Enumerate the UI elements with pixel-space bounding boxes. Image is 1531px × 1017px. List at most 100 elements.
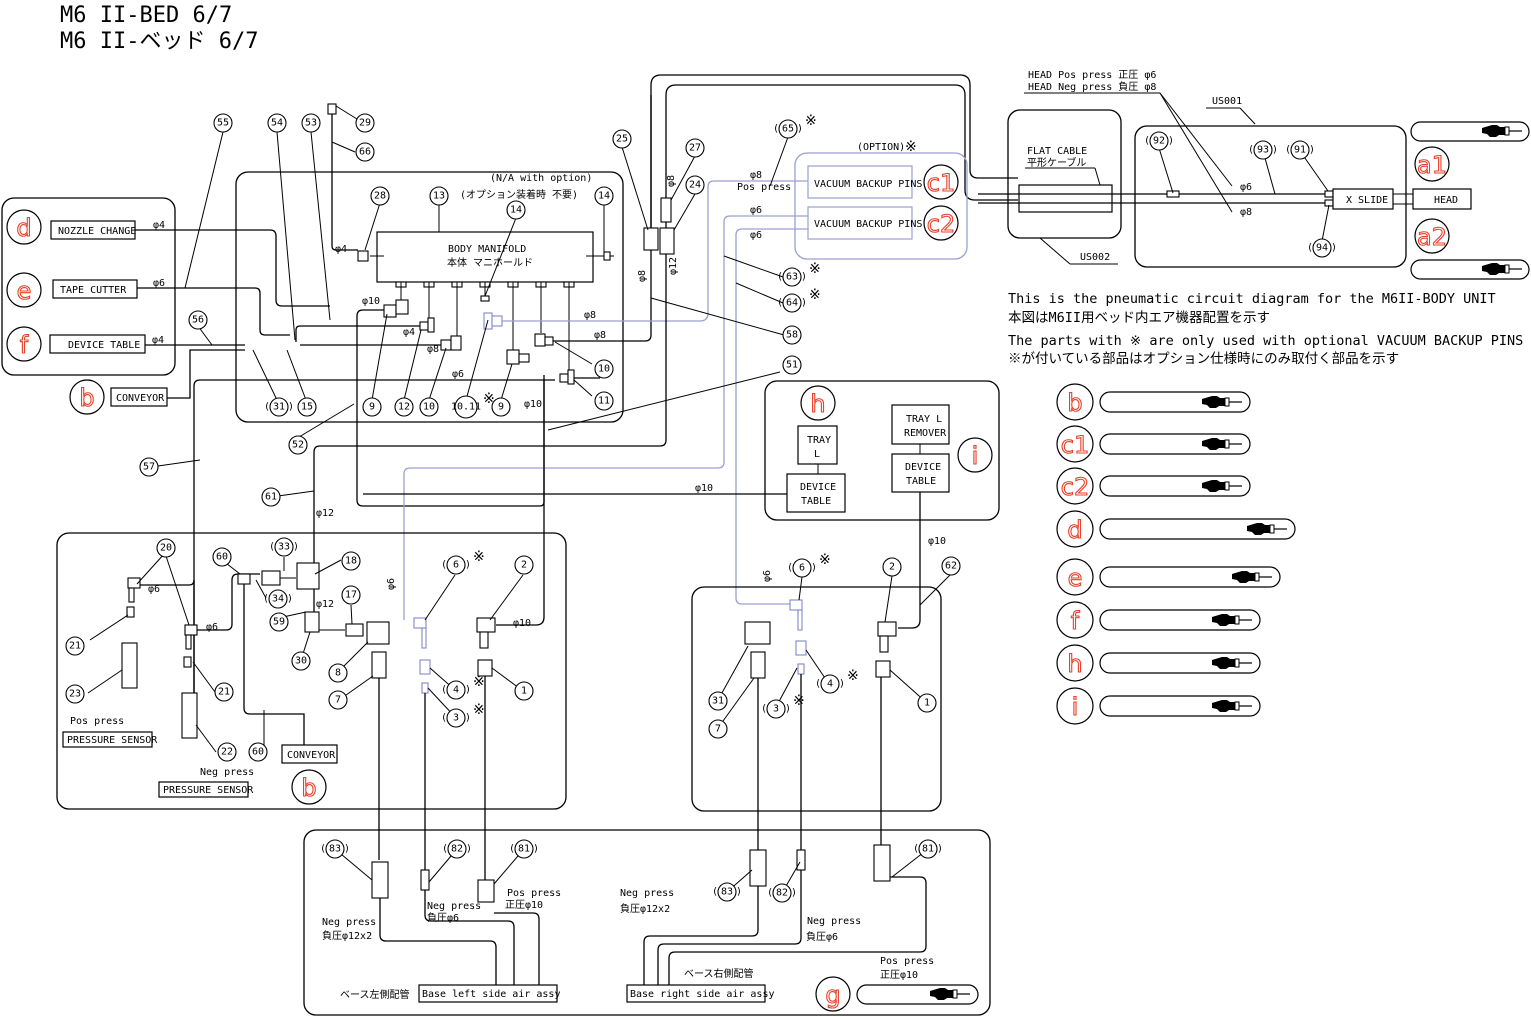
part-balloon-60[interactable]: 60 xyxy=(212,547,232,567)
part-balloon-92[interactable]: 92() xyxy=(1144,131,1174,151)
tape-cutter-box[interactable] xyxy=(52,279,138,299)
part-balloon-11[interactable]: 11 xyxy=(594,391,614,411)
ref-a1[interactable]: a1 xyxy=(1414,146,1450,182)
part-balloon-81[interactable]: 81() xyxy=(509,839,539,859)
fitting-6b[interactable] xyxy=(789,599,803,611)
fitting-3a[interactable] xyxy=(421,682,429,694)
ref-f[interactable]: f xyxy=(6,326,42,362)
fitting-25[interactable] xyxy=(643,227,659,251)
part-balloon-31[interactable]: 31 xyxy=(708,691,728,711)
part-balloon-23[interactable]: 23 xyxy=(65,684,85,704)
vacuum-backup-pins-c2[interactable] xyxy=(807,206,913,240)
conveyor-box-top[interactable] xyxy=(110,387,168,407)
part-balloon-34[interactable]: 34() xyxy=(263,589,293,609)
part-balloon-8[interactable]: 8 xyxy=(328,663,348,683)
part-balloon-53[interactable]: 53 xyxy=(301,113,321,133)
device-table-box[interactable] xyxy=(49,334,146,354)
legend-ref-d[interactable]: d xyxy=(1056,510,1296,548)
part-balloon-4[interactable]: 4()※ xyxy=(815,668,859,694)
legend-ref-b[interactable]: b xyxy=(1056,383,1251,421)
part-balloon-63[interactable]: 63()※ xyxy=(777,261,821,287)
fitting-34[interactable] xyxy=(237,573,251,585)
part-balloon-64[interactable]: 64()※ xyxy=(777,287,821,313)
pressure-sensor-neg[interactable] xyxy=(181,692,198,739)
fitting-82b[interactable] xyxy=(796,849,806,871)
part-balloon-28[interactable]: 28 xyxy=(370,186,390,206)
fitting-91[interactable] xyxy=(1324,190,1334,198)
ref-d[interactable]: d xyxy=(6,209,42,245)
part-balloon-3[interactable]: 3()※ xyxy=(761,693,805,719)
part-balloon-6[interactable]: 6()※ xyxy=(787,552,831,578)
part-balloon-12[interactable]: 12 xyxy=(394,397,414,417)
fitting-7[interactable] xyxy=(371,651,387,679)
fitting-28[interactable] xyxy=(357,250,369,262)
part-balloon-91[interactable]: 91() xyxy=(1285,140,1315,160)
fitting-4b[interactable] xyxy=(795,640,807,656)
part-balloon-14[interactable]: 14 xyxy=(506,200,526,220)
fitting-21a[interactable] xyxy=(126,606,135,618)
fitting-92[interactable] xyxy=(1166,190,1180,198)
part-balloon-62[interactable]: 62 xyxy=(941,556,961,576)
part-balloon-52[interactable]: 52 xyxy=(288,435,308,455)
legend-ref-i[interactable]: i xyxy=(1056,687,1261,725)
legend-ref-f[interactable]: f xyxy=(1056,601,1261,639)
fitting-2a[interactable] xyxy=(476,617,496,633)
part-balloon-18[interactable]: 18 xyxy=(341,551,361,571)
part-balloon-82[interactable]: 82() xyxy=(442,839,472,859)
part-balloon-55[interactable]: 55 xyxy=(213,113,233,133)
fitting-24[interactable] xyxy=(659,227,675,255)
fitting-7b[interactable] xyxy=(750,651,766,679)
part-balloon-29[interactable]: 29 xyxy=(355,113,375,133)
fitting-14-plug[interactable] xyxy=(603,251,611,261)
part-balloon-22[interactable]: 22 xyxy=(217,742,237,762)
base-left-assy-box[interactable] xyxy=(418,984,558,1003)
part-balloon-3[interactable]: 3()※ xyxy=(441,702,485,728)
flat-cable-box[interactable] xyxy=(1018,184,1113,213)
fitting-4a[interactable] xyxy=(419,659,431,675)
part-balloon-93[interactable]: 93() xyxy=(1248,140,1278,160)
fitting-31b[interactable] xyxy=(744,621,771,645)
fitting-17[interactable] xyxy=(345,623,364,637)
part-balloon-15[interactable]: 15 xyxy=(297,397,317,417)
conveyor-box-lower[interactable] xyxy=(281,744,338,764)
legend-ref-e[interactable]: e xyxy=(1056,558,1281,596)
legend-ref-c2[interactable]: c2 xyxy=(1056,467,1251,505)
part-balloon-10[interactable]: 10 xyxy=(419,397,439,417)
ref-g[interactable]: g xyxy=(815,976,851,1012)
pressure-sensor-pos-box[interactable] xyxy=(62,731,153,748)
tray-l-remover-box[interactable] xyxy=(891,404,950,445)
fitting-81b[interactable] xyxy=(873,844,891,882)
part-balloon-24[interactable]: 24 xyxy=(685,175,705,195)
fitting-81a[interactable] xyxy=(477,879,495,903)
x-slide-box[interactable] xyxy=(1332,188,1394,210)
device-table-i-box[interactable] xyxy=(891,453,950,493)
ref-c1[interactable]: c1 xyxy=(923,164,959,200)
part-balloon-9[interactable]: 9 xyxy=(491,397,511,417)
fitting-30[interactable] xyxy=(304,611,320,633)
ref-b-lower[interactable]: b xyxy=(291,769,327,805)
ref-b-conveyor[interactable]: b xyxy=(69,379,105,415)
part-balloon-10.11[interactable]: 10.11※ xyxy=(451,391,495,419)
part-balloon-1[interactable]: 1 xyxy=(514,681,534,701)
tray-l-box[interactable] xyxy=(797,425,838,465)
ref-h[interactable]: h xyxy=(800,385,836,421)
part-balloon-94[interactable]: 94() xyxy=(1307,238,1337,258)
part-balloon-31[interactable]: 31() xyxy=(264,397,294,417)
part-balloon-1[interactable]: 1 xyxy=(917,693,937,713)
part-balloon-33[interactable]: 33() xyxy=(269,537,299,557)
part-balloon-25[interactable]: 25 xyxy=(612,129,632,149)
fitting-29[interactable] xyxy=(327,103,337,115)
vacuum-backup-pins-c1[interactable] xyxy=(807,165,913,199)
part-balloon-10[interactable]: 10 xyxy=(594,359,614,379)
part-balloon-9[interactable]: 9 xyxy=(362,397,382,417)
part-balloon-14[interactable]: 14 xyxy=(594,186,614,206)
part-balloon-54[interactable]: 54 xyxy=(267,113,287,133)
ref-a2[interactable]: a2 xyxy=(1414,218,1450,254)
part-balloon-7[interactable]: 7 xyxy=(708,719,728,739)
fitting-6a[interactable] xyxy=(413,617,427,629)
part-balloon-27[interactable]: 27 xyxy=(685,138,705,158)
part-balloon-82[interactable]: 82() xyxy=(767,883,797,903)
part-balloon-2[interactable]: 2 xyxy=(882,557,902,577)
device-table-h-box[interactable] xyxy=(786,473,846,513)
part-balloon-2[interactable]: 2 xyxy=(514,555,534,575)
